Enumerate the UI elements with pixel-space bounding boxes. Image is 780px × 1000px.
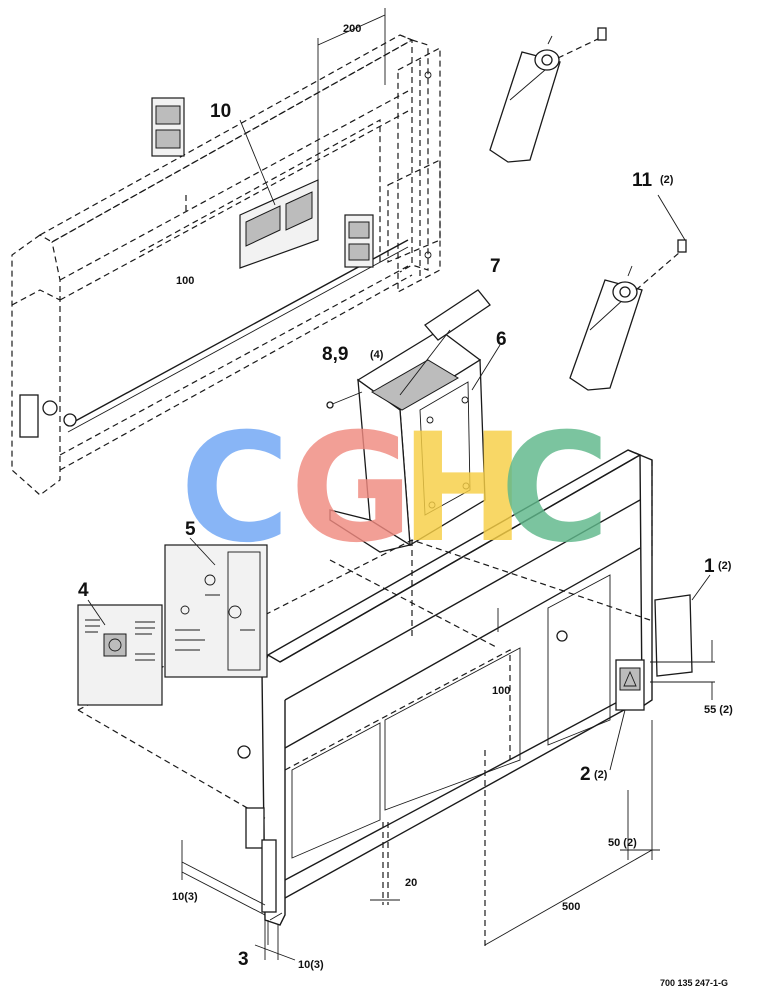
dim-100-top: 100	[176, 275, 194, 287]
dim-10-bottom: 10(3)	[298, 959, 324, 971]
watermark-letter-g: G	[290, 402, 413, 576]
pivot-arm-lower	[569, 239, 687, 391]
watermark-letter-c1: C	[180, 402, 290, 576]
callout-10: 10	[210, 101, 231, 122]
watermark-letter-c2: C	[500, 402, 610, 576]
cover-part-6	[326, 289, 491, 553]
callout-3: 3	[238, 949, 249, 970]
dim-10-left: 10(3)	[172, 891, 198, 903]
callout-5: 5	[185, 519, 196, 540]
callout-2: 2	[580, 764, 591, 785]
dim-50: 50 (2)	[608, 837, 637, 849]
dimension-labels: 200 100 100 55 (2) 50 (2) 500 20 10(3) 1…	[172, 23, 733, 971]
part-number: 700 135 247-1-G	[660, 978, 728, 988]
dimension-lines	[87, 119, 715, 961]
callout-8-9-qty: (4)	[370, 349, 384, 361]
callout-11: 11	[632, 170, 653, 191]
callout-1: 1	[704, 556, 715, 577]
callout-11-qty: (2)	[660, 174, 674, 186]
dim-20: 20	[405, 877, 417, 889]
dim-55: 55 (2)	[704, 704, 733, 716]
callout-1-qty: (2)	[718, 560, 732, 572]
upper-shield-panel	[11, 8, 441, 496]
dim-500: 500	[562, 901, 580, 913]
callout-4: 4	[78, 580, 89, 601]
callout-8-9: 8,9	[322, 344, 348, 365]
callout-labels: 10 11 (2) 7 6 8,9 (4) 5 4 1 (2) 2 (2) 3	[78, 101, 732, 970]
lower-shield-panel	[77, 449, 693, 950]
watermark: C G H C	[180, 402, 610, 576]
dim-200: 200	[343, 23, 361, 35]
dim-100-mid: 100	[492, 685, 510, 697]
pivot-arm-upper	[489, 27, 607, 163]
callout-7: 7	[490, 256, 501, 277]
callout-6: 6	[496, 329, 507, 350]
callout-2-qty: (2)	[594, 769, 608, 781]
watermark-letter-h: H	[400, 402, 526, 576]
